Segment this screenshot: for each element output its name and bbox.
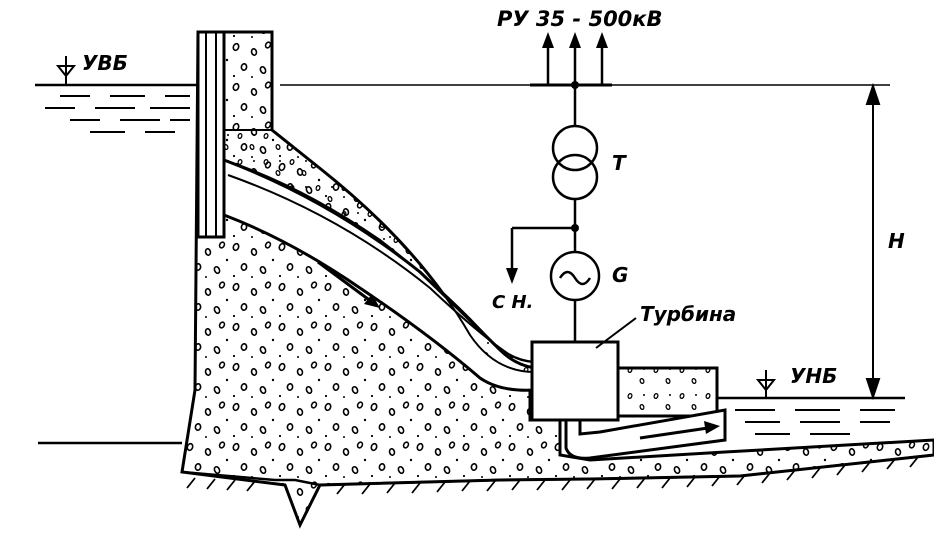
switchyard-label: РУ 35 - 500кВ (497, 7, 663, 31)
head-label: Н (888, 229, 905, 253)
penstock-cover (223, 129, 536, 374)
powerhouse-block (615, 366, 719, 418)
downstream-level-label: УНБ (790, 364, 837, 388)
upstream-level-marker (55, 56, 77, 85)
dam-body (180, 30, 934, 529)
intake-shaft (196, 30, 226, 239)
own-needs-label: С Н. (492, 292, 533, 313)
single-line-diagram (510, 42, 612, 342)
upstream-level-label: УВБ (82, 51, 128, 75)
head-dimension (865, 82, 881, 401)
upstream-water (35, 83, 198, 133)
transformer-label: Т (612, 151, 627, 175)
draft-tube-flow-arrow (639, 421, 720, 440)
own-needs-arrow (506, 268, 518, 284)
turbine (530, 340, 620, 422)
draft-tube (564, 408, 727, 460)
downstream-water (717, 396, 905, 435)
junction-dots (571, 81, 579, 232)
downstream-level-marker (755, 370, 777, 398)
turbine-leader-line (595, 317, 637, 349)
penstock-flow-arrow (317, 260, 380, 308)
generator-label: G (612, 263, 628, 287)
outgoing-line-arrows (542, 32, 608, 48)
ground-hatching (186, 456, 919, 495)
turbine-label: Турбина (640, 302, 736, 326)
